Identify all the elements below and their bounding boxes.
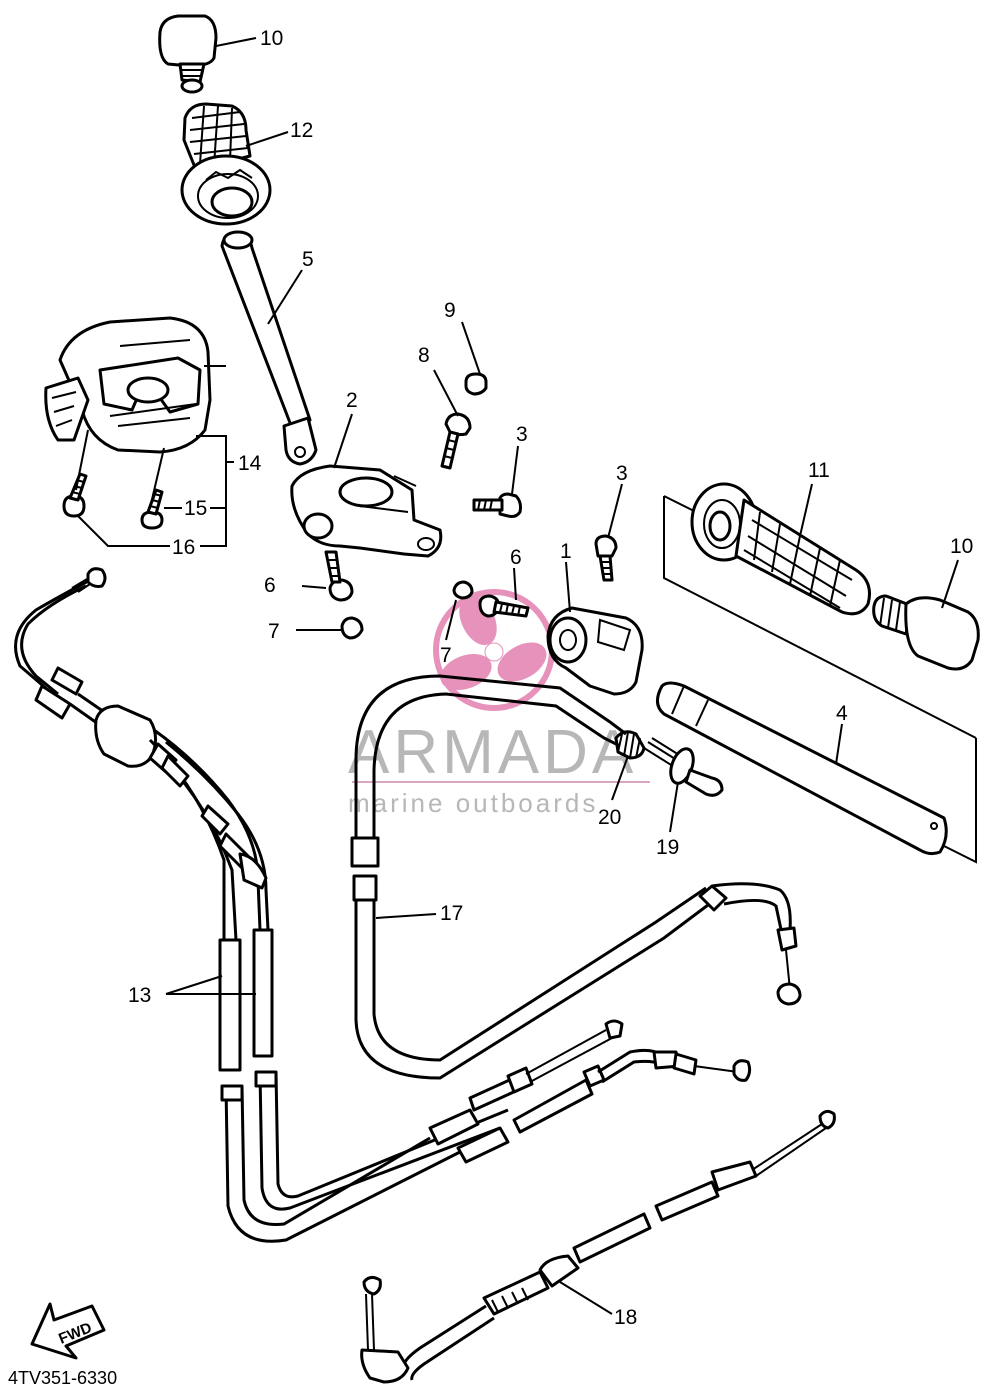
callout-18: 18 xyxy=(614,1306,637,1329)
part-19-locknut xyxy=(669,747,724,797)
part-2-throttle-housing xyxy=(290,464,443,558)
part-1-throttle-housing-cap xyxy=(546,606,644,696)
callout-10-top: 10 xyxy=(260,27,283,50)
watermark: ARMADA marine outboards xyxy=(348,589,650,818)
callout-1: 1 xyxy=(560,540,572,563)
part-7-washer-right xyxy=(452,580,474,600)
part-6-bolt-left xyxy=(324,550,354,602)
part-4-handlebar xyxy=(656,681,977,864)
part-16-screw-long xyxy=(62,472,88,518)
callout-17: 17 xyxy=(440,902,463,925)
callout-7-left: 7 xyxy=(268,620,280,643)
callout-15: 15 xyxy=(184,497,207,520)
callout-3-right: 3 xyxy=(616,462,628,485)
diagram-reference-code: 4TV351-6330 xyxy=(8,1368,117,1388)
part-10-end-weight-right xyxy=(872,594,980,671)
callout-20: 20 xyxy=(598,806,621,829)
part-9-nut xyxy=(464,372,488,396)
watermark-brand: ARMADA xyxy=(348,718,637,787)
part-18-cable xyxy=(360,1109,836,1384)
part-7-washer-left xyxy=(340,616,364,640)
callout-6-left: 6 xyxy=(264,574,276,597)
part-13-throttle-cables xyxy=(14,567,752,1243)
callout-13: 13 xyxy=(128,984,151,1007)
part-10-end-weight-top xyxy=(158,14,218,94)
callout-5: 5 xyxy=(302,248,314,271)
callout-19: 19 xyxy=(656,836,679,859)
part-3-bolt-left xyxy=(472,492,522,518)
part-6-bolt-right xyxy=(478,594,530,618)
fwd-arrow-icon: FWD xyxy=(30,1302,106,1360)
callout-9: 9 xyxy=(444,299,456,322)
callout-3-left: 3 xyxy=(516,423,528,446)
callout-labels: 10 12 5 9 8 2 3 3 14 15 16 11 10 6 6 1 7… xyxy=(128,27,973,1329)
callout-7-right: 7 xyxy=(440,644,452,667)
callout-12: 12 xyxy=(290,119,313,142)
callout-10-right: 10 xyxy=(950,535,973,558)
callout-2: 2 xyxy=(346,389,358,412)
part-11-handlebar-grip xyxy=(663,482,977,739)
part-8-bolt xyxy=(440,412,472,470)
callout-16: 16 xyxy=(172,536,195,559)
callout-14: 14 xyxy=(238,452,262,475)
leader-lines xyxy=(75,37,959,1315)
part-17-clutch-cable xyxy=(350,674,802,1080)
callout-11: 11 xyxy=(808,459,830,482)
callout-6-right: 6 xyxy=(510,546,522,569)
part-12-throttle-grip xyxy=(180,102,272,226)
part-5-throttle-tube xyxy=(220,230,318,466)
watermark-tagline: marine outboards xyxy=(348,788,598,818)
part-14-switch-housing xyxy=(44,316,212,454)
callout-4: 4 xyxy=(836,702,848,725)
part-3-bolt-right xyxy=(594,534,618,582)
callout-8: 8 xyxy=(418,344,430,367)
